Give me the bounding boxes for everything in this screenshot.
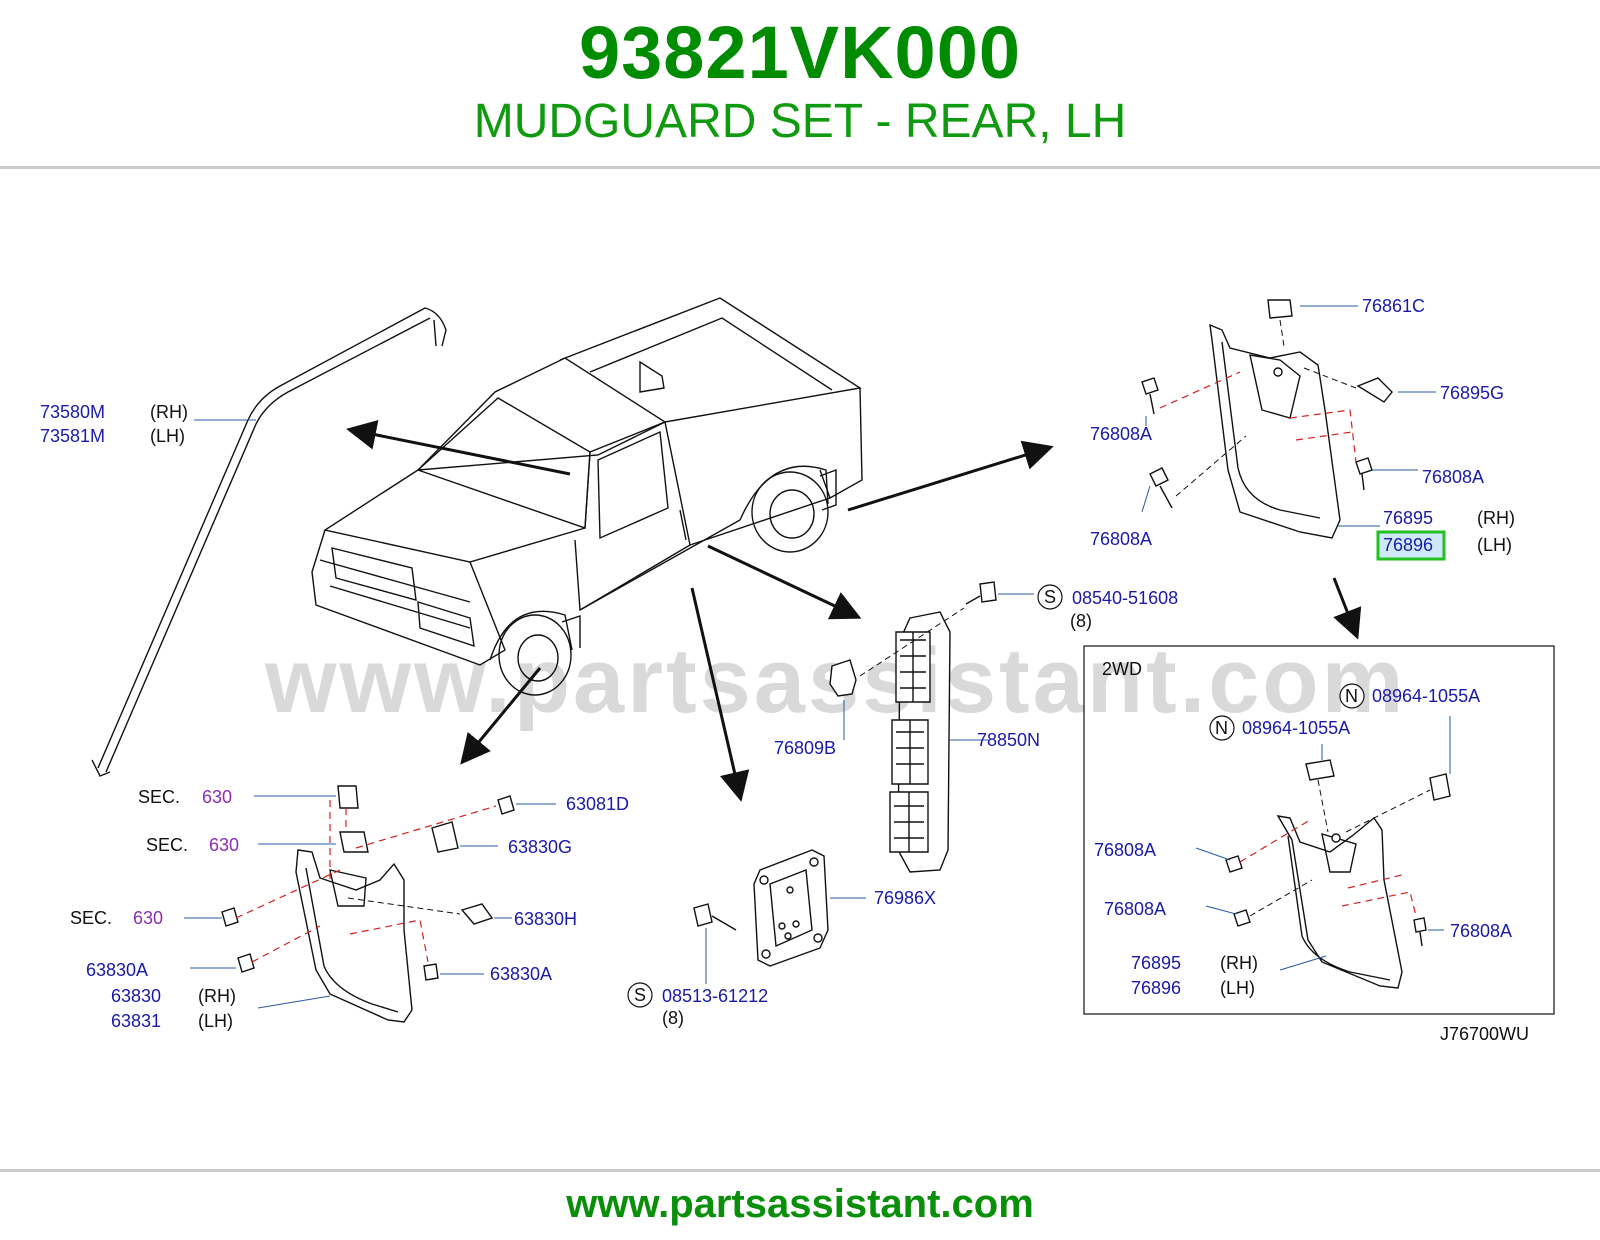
callout-inset-76896-side: (LH)	[1220, 978, 1255, 998]
screw-marker-circle	[627, 982, 653, 1008]
highlight-box	[1376, 530, 1446, 561]
plate-drawing	[693, 849, 829, 967]
callout-76808A-upper[interactable]: 76808A	[1090, 424, 1152, 444]
callout-76808A-lower[interactable]: 76808A	[1090, 529, 1152, 549]
sec-label-1: SEC.	[138, 787, 180, 807]
footer-url[interactable]: www.partsassistant.com	[566, 1182, 1034, 1226]
front-mudguard-leaders	[184, 795, 556, 1009]
callout-63081D[interactable]: 63081D	[566, 794, 629, 814]
callout-08540-51608[interactable]: 08540-51608	[1072, 588, 1178, 608]
sec-630-1[interactable]: 630	[202, 787, 232, 807]
sec-630-2[interactable]: 630	[209, 835, 239, 855]
callout-73580M-side: (RH)	[150, 402, 188, 422]
callout-76895[interactable]: 76895	[1383, 508, 1433, 528]
callout-76808A-right[interactable]: 76808A	[1422, 467, 1484, 487]
callout-08964-1055A-a[interactable]: 08964-1055A	[1372, 686, 1480, 706]
inset-nut-1-marker-circle	[1339, 683, 1365, 709]
callout-78850N[interactable]: 78850N	[977, 730, 1040, 750]
inset-leaders	[1195, 716, 1451, 971]
callout-73581M-side: (LH)	[150, 426, 185, 446]
splash-protector-drawing	[829, 581, 997, 873]
inset-dashes	[1239, 779, 1431, 917]
callout-73581M[interactable]: 73581M	[40, 426, 105, 446]
callout-63830[interactable]: 63830	[111, 986, 161, 1006]
callout-inset-76808A-3[interactable]: 76808A	[1450, 921, 1512, 941]
bolt-marker-circle	[1037, 584, 1063, 610]
sec-label-2: SEC.	[146, 835, 188, 855]
callout-inset-76808A-2[interactable]: 76808A	[1104, 899, 1166, 919]
callout-73580M[interactable]: 73580M	[40, 402, 105, 422]
callout-08964-1055A-b[interactable]: 08964-1055A	[1242, 718, 1350, 738]
bolt-marker: S	[1044, 587, 1056, 607]
callout-inset-76896[interactable]: 76896	[1131, 978, 1181, 998]
bolt-quantity: (8)	[1070, 611, 1092, 631]
callout-63831-side: (LH)	[198, 1011, 233, 1031]
callout-76895G[interactable]: 76895G	[1440, 383, 1504, 403]
direction-arrows	[346, 420, 1362, 802]
callout-63830-side: (RH)	[198, 986, 236, 1006]
sec-label-3: SEC.	[70, 908, 112, 928]
inset-2wd-label: 2WD	[1102, 659, 1142, 679]
drawing-code: J76700WU	[1440, 1024, 1529, 1044]
sec-630-3[interactable]: 630	[133, 908, 163, 928]
callout-76986X[interactable]: 76986X	[874, 888, 936, 908]
callout-63830H[interactable]: 63830H	[514, 909, 577, 929]
protector-dash	[859, 607, 965, 677]
pickup-truck-drawing	[311, 297, 863, 696]
callout-63830A-left[interactable]: 63830A	[86, 960, 148, 980]
screw-quantity: (8)	[662, 1008, 684, 1028]
header-divider	[0, 166, 1600, 169]
rear-mudguard-leaders	[1141, 305, 1436, 527]
callout-63831[interactable]: 63831	[111, 1011, 161, 1031]
callout-76895-side: (RH)	[1477, 508, 1515, 528]
callout-63830A-right[interactable]: 63830A	[490, 964, 552, 984]
inset-nut-2-marker-circle	[1209, 715, 1235, 741]
inset-nut-2-marker: N	[1215, 718, 1228, 738]
callout-63830G[interactable]: 63830G	[508, 837, 572, 857]
callout-76809B[interactable]: 76809B	[774, 738, 836, 758]
inset-2wd-frame	[1083, 645, 1555, 1015]
roof-moulding-drawing	[91, 307, 447, 777]
part-number-title: 93821VK000	[578, 11, 1022, 94]
front-mudguard-drawing	[221, 785, 515, 1023]
callout-inset-76895[interactable]: 76895	[1131, 953, 1181, 973]
part-name-subtitle: MUDGUARD SET - REAR, LH	[473, 95, 1127, 148]
footer-divider	[0, 1169, 1600, 1172]
inset-mudguard-drawing	[1225, 759, 1451, 989]
screw-marker: S	[634, 985, 646, 1005]
callout-76896-side: (LH)	[1477, 535, 1512, 555]
callout-76861C[interactable]: 76861C	[1362, 296, 1425, 316]
rear-mudguard-dashes	[1159, 319, 1357, 497]
callout-inset-76895-side: (RH)	[1220, 953, 1258, 973]
rear-mudguard-drawing	[1141, 299, 1393, 539]
callout-inset-76808A-1[interactable]: 76808A	[1094, 840, 1156, 860]
front-mudguard-dashes	[235, 800, 497, 963]
header: 93821VK000 MUDGUARD SET - REAR, LH	[0, 0, 1600, 170]
inset-nut-1-marker: N	[1345, 686, 1358, 706]
callout-08513-61212[interactable]: 08513-61212	[662, 986, 768, 1006]
callout-76896-highlighted[interactable]: 76896	[1383, 535, 1433, 555]
